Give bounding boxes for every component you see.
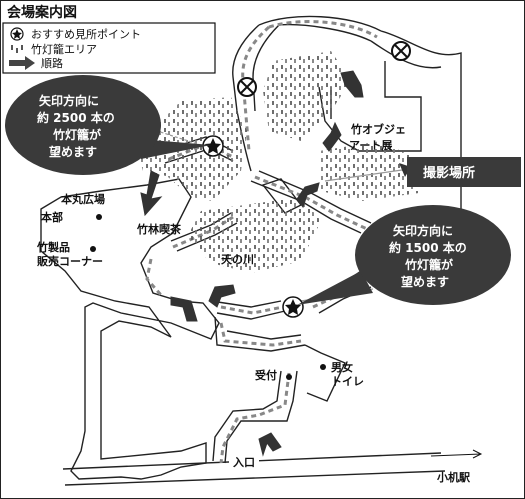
legend-route-label: 順路 bbox=[41, 57, 63, 70]
route-arrow-icon bbox=[322, 121, 342, 152]
callout-right-line3: 竹灯籠が bbox=[404, 257, 453, 272]
label-honbu: 本部 bbox=[41, 210, 63, 224]
route-arrow-icon bbox=[208, 284, 236, 308]
callout-right-line4: 望めます bbox=[401, 274, 449, 289]
callout-right-line1: 矢印方向に bbox=[393, 223, 453, 238]
lantern-area-north bbox=[263, 51, 351, 141]
route-arrows bbox=[140, 70, 364, 457]
lantern-area-east bbox=[319, 141, 421, 201]
route-arrow-icon bbox=[296, 182, 320, 209]
closed-markers bbox=[237, 41, 411, 97]
closed-icon bbox=[391, 41, 411, 61]
left-plaza-outline bbox=[40, 178, 220, 480]
label-toilet-line2: トイレ bbox=[331, 375, 364, 388]
lantern-dots-icon bbox=[11, 45, 23, 53]
label-cafe: 竹林喫茶 bbox=[136, 222, 182, 236]
callout-left-line4: 望めます bbox=[49, 144, 97, 159]
callout-left-line3: 竹灯籠が bbox=[52, 127, 101, 142]
route-arrow-icon bbox=[340, 70, 364, 98]
label-station: 小机駅 bbox=[436, 470, 470, 484]
route-arrow-icon bbox=[140, 170, 163, 217]
closed-icon bbox=[237, 77, 257, 97]
legend: 会場案内図 おすすめ見所ポイント 竹灯籠エリア 順路 bbox=[2, 4, 216, 74]
legend-lantern-label: 竹灯籠エリア bbox=[31, 42, 97, 56]
label-honmaru: 本丸広場 bbox=[61, 192, 105, 206]
photo-spot: 撮影場所 bbox=[399, 157, 521, 187]
legend-highlight-label: おすすめ見所ポイント bbox=[31, 28, 141, 41]
legend-route-arrow-icon bbox=[9, 56, 35, 70]
label-river: 天の川 bbox=[221, 253, 254, 266]
callout-right: 矢印方向に 約 1500 本の 竹灯籠が 望めます bbox=[297, 205, 511, 305]
legend-star-icon bbox=[10, 27, 24, 41]
label-entrance: 入口 bbox=[233, 456, 255, 469]
label-shop-line1: 竹製品 bbox=[36, 240, 70, 254]
label-reception: 受付 bbox=[255, 368, 277, 382]
map-title: 会場案内図 bbox=[7, 4, 77, 21]
photo-spot-label: 撮影場所 bbox=[423, 165, 475, 181]
station-arrow-icon bbox=[430, 449, 483, 459]
star-icon bbox=[202, 135, 224, 157]
route-arrow-icon bbox=[170, 296, 198, 322]
callout-left-line1: 矢印方向に bbox=[39, 93, 99, 108]
callout-right-line2: 約 1500 本の bbox=[389, 240, 467, 255]
place-labels: 本丸広場 本部 竹製品 販売コーナー 竹林喫茶 天の川 竹オブジェ アート展 受… bbox=[36, 122, 470, 484]
star-icon bbox=[282, 296, 304, 318]
label-shop-line2: 販売コーナー bbox=[37, 254, 103, 268]
route-arrow-icon bbox=[258, 432, 282, 457]
label-objet-line1: 竹オブジェ bbox=[350, 122, 406, 136]
lantern-area-river bbox=[187, 197, 321, 273]
callout-left: 矢印方向に 約 2500 本の 竹灯籠が 望めます bbox=[5, 75, 211, 175]
callout-left-line2: 約 2500 本の bbox=[37, 110, 115, 125]
label-toilet-line1: 男女 bbox=[331, 360, 353, 374]
viewpoints bbox=[202, 135, 304, 318]
place-dots bbox=[90, 214, 326, 380]
label-objet-line2: アート展 bbox=[349, 139, 393, 152]
